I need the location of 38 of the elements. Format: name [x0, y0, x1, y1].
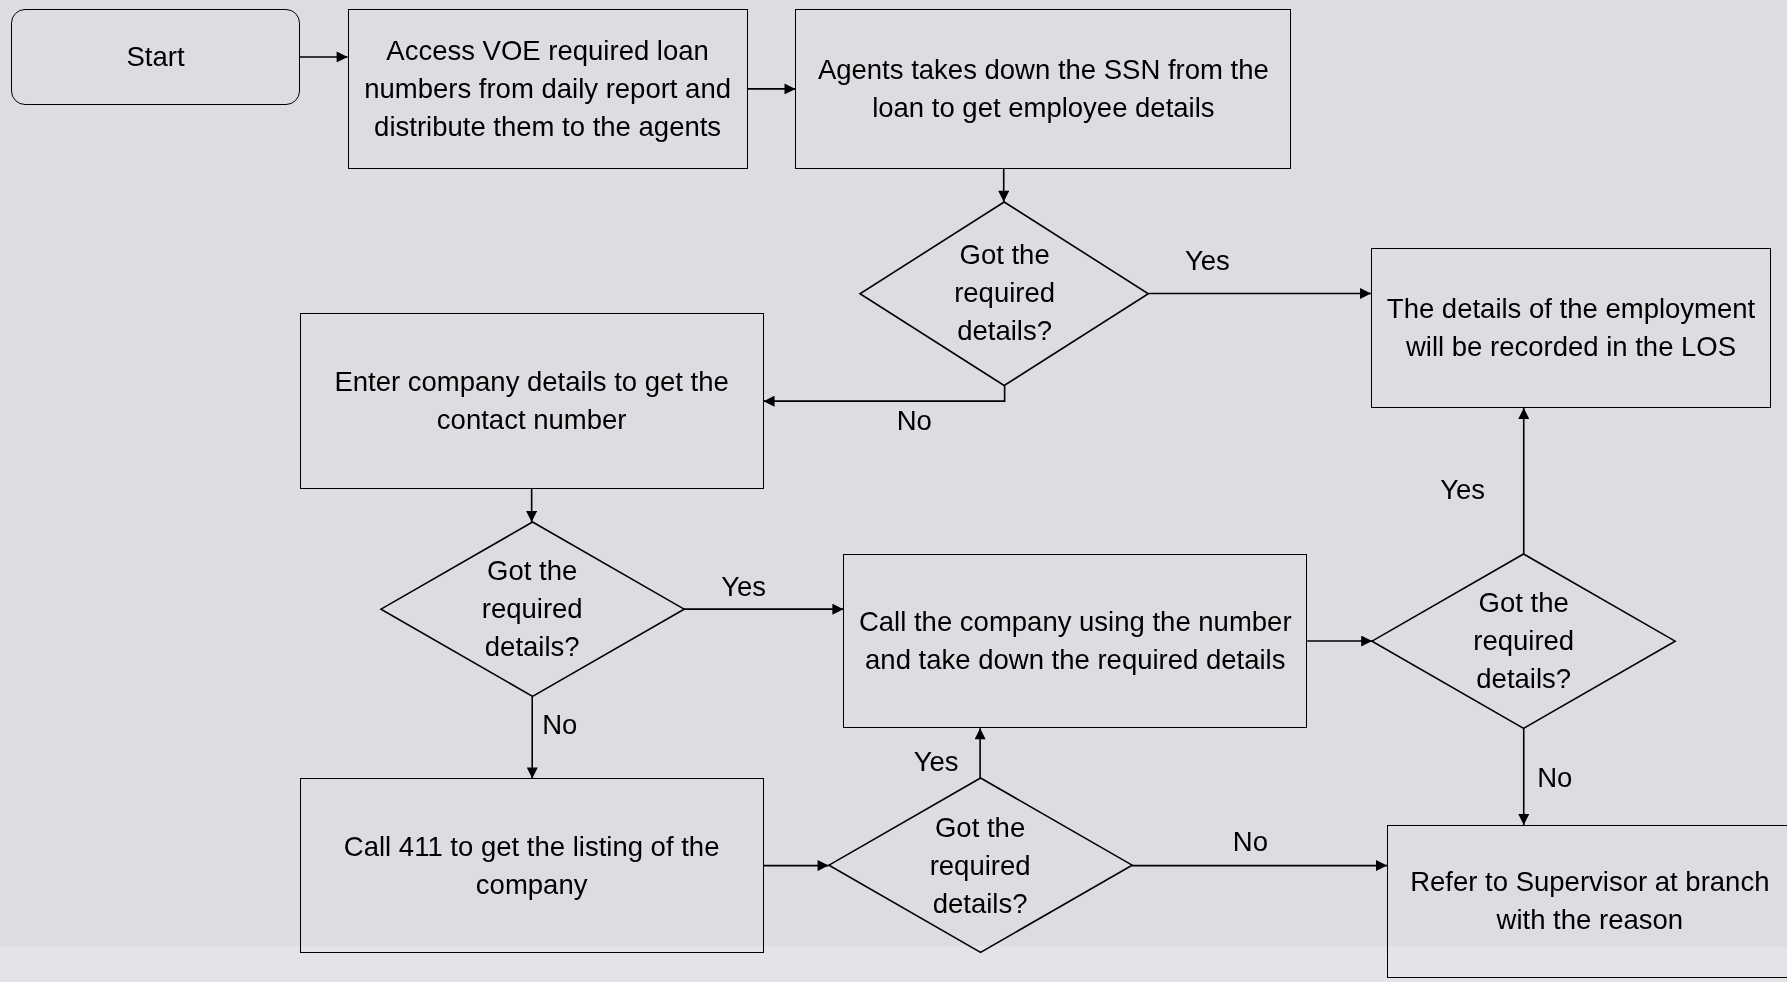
- step-text: Access VOE required loan numbers from daily report and distribute them to the agents: [363, 33, 732, 144]
- arrow: [762, 384, 1006, 407]
- arrow: [974, 727, 986, 780]
- arrow: [1130, 860, 1388, 872]
- process-box: [843, 553, 1308, 729]
- process-box: [795, 9, 1292, 169]
- process-box: [299, 313, 764, 489]
- decision-diamond: [380, 521, 684, 697]
- step-text: Start: [126, 39, 185, 74]
- step-text: Call the company using the number and take down the required details: [857, 605, 1293, 678]
- decision-diamond: [860, 201, 1149, 386]
- arrow: [762, 860, 830, 872]
- arrow: [746, 83, 797, 95]
- decision-text: Got the required details?: [1472, 586, 1576, 697]
- process-box: [1371, 248, 1772, 408]
- arrow: [1148, 287, 1372, 299]
- decision-diamond: [1372, 553, 1676, 729]
- step-text: Call 411 to get the listing of the company: [342, 829, 721, 902]
- step-text: Agents takes down the SSN from the loan to get employee details: [816, 52, 1270, 125]
- decision-text: Got the required details?: [953, 238, 1057, 349]
- arrow: [1518, 727, 1530, 826]
- arrow: [683, 603, 845, 615]
- step-text: Enter company details to get the contact number: [333, 365, 730, 438]
- process-box: [347, 9, 748, 169]
- decision-diamond: [828, 778, 1132, 953]
- arrow: [526, 488, 538, 523]
- decision-text: Got the required details?: [480, 554, 584, 665]
- arrow: [526, 695, 538, 780]
- process-box: [299, 778, 764, 953]
- arrow: [1306, 635, 1373, 647]
- arrow: [1518, 407, 1530, 555]
- terminal-box: [11, 9, 300, 105]
- step-text: The details of the employment will be recorded in the LOS: [1385, 292, 1757, 365]
- arrow: [998, 167, 1010, 203]
- arrow: [298, 51, 349, 63]
- process-box: [1386, 825, 1787, 978]
- step-text: Refer to Supervisor at branch with the reason: [1409, 865, 1771, 938]
- decision-text: Got the required details?: [928, 810, 1032, 921]
